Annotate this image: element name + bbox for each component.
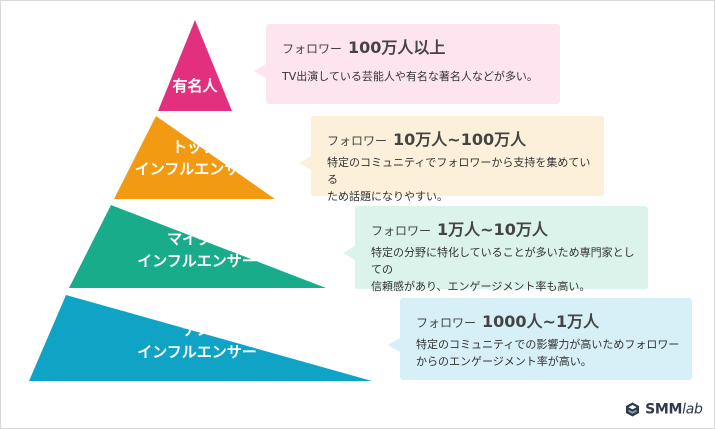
callout-nano: フォロワー 1000人~1万人 特定のコミュニティでの影響力が高いためフォロワー …: [388, 298, 692, 380]
smmlab-logo: SMMlab: [625, 399, 703, 419]
follower-heading: フォロワー 1万人~10万人: [371, 216, 548, 240]
tier-name-line: トップ: [171, 138, 217, 156]
follower-heading: フォロワー 10万人~100万人: [327, 126, 526, 150]
follower-range: 1万人~10万人: [437, 220, 548, 239]
tier-description: 特定の分野に特化していることが多いため専門家としての 信頼感があり、エンゲージメ…: [371, 244, 638, 295]
tier-description: 特定のコミュニティでの影響力が高いためフォロワー からのエンゲージメント率が高い…: [416, 336, 682, 370]
follower-label: フォロワー: [416, 316, 477, 330]
callout-pointer: [299, 156, 311, 170]
follower-heading: フォロワー 1000人~1万人: [416, 308, 599, 332]
description-line: 特定の分野に特化していることが多いため専門家としての: [371, 246, 635, 276]
callout-pointer: [388, 338, 400, 352]
tier-label-micro: マイクロ インフルエンサー: [97, 228, 297, 272]
tier-name-line: マイクロ: [167, 230, 227, 248]
logo-suffix: lab: [682, 401, 703, 418]
follower-label: フォロワー: [327, 134, 388, 148]
tier-description: 特定のコミュニティでフォロワーから支持を集めている ため話題になりやすい。: [327, 154, 594, 205]
callout-celebrity: フォロワー 100万人以上 TV出演している芸能人や有名な著名人などが多い。: [254, 24, 560, 104]
follower-range: 10万人~100万人: [393, 130, 527, 149]
callout-micro: フォロワー 1万人~10万人 特定の分野に特化していることが多いため専門家としての…: [343, 206, 648, 293]
description-line: ため話題になりやすい。: [327, 190, 448, 203]
description-line: TV出演している芸能人や有名な著名人などが多い。: [282, 70, 538, 83]
tier-label-top: トップ インフルエンサー: [114, 136, 275, 180]
follower-range: 100万人以上: [348, 38, 446, 57]
callout-pointer: [254, 64, 266, 78]
logo-brand: SMM: [645, 401, 683, 418]
follower-label: フォロワー: [282, 42, 343, 56]
tier-name-line: 有名人: [172, 77, 218, 95]
tier-shape-top: [114, 116, 275, 199]
tier-label-celebrity: 有名人: [145, 75, 245, 97]
tier-label-nano: ナノ インフルエンサー: [97, 319, 297, 363]
logo-wordmark: SMMlab: [645, 402, 703, 418]
description-line: 信頼感があり、エンゲージメント率も高い。: [371, 280, 591, 293]
tier-description: TV出演している芸能人や有名な著名人などが多い。: [282, 68, 550, 85]
description-line: 特定のコミュニティでの影響力が高いためフォロワー: [416, 338, 680, 351]
follower-label: フォロワー: [371, 224, 432, 238]
tier-shape-celebrity: [158, 20, 232, 111]
callout-top: フォロワー 10万人~100万人 特定のコミュニティでフォロワーから支持を集めてい…: [299, 116, 604, 203]
callout-pointer: [343, 246, 355, 260]
tier-name-line: インフルエンサー: [134, 160, 255, 178]
tier-shape-micro: [69, 205, 326, 288]
tier-name-line: インフルエンサー: [137, 343, 257, 361]
follower-heading: フォロワー 100万人以上: [282, 34, 445, 58]
tier-name-line: インフルエンサー: [137, 252, 257, 270]
tier-name-line: ナノ: [182, 321, 212, 339]
smmlab-logo-icon: [626, 402, 639, 417]
description-line: 特定のコミュニティでフォロワーから支持を集めている: [327, 156, 591, 186]
description-line: からのエンゲージメント率が高い。: [416, 355, 592, 368]
follower-range: 1000人~1万人: [482, 312, 600, 331]
tier-shape-nano: [29, 295, 372, 381]
